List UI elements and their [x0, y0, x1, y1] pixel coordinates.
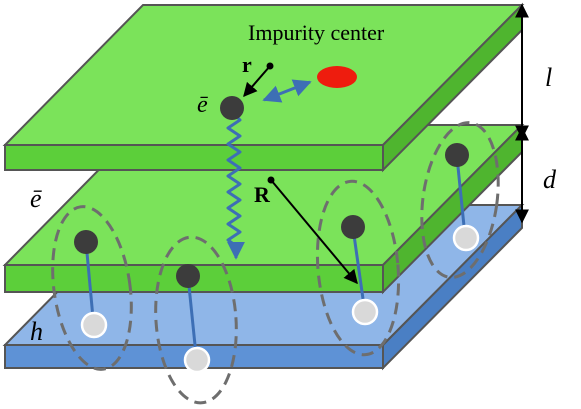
hole: [351, 298, 379, 326]
hole-layer-side-face: [382, 202, 523, 371]
exciton-bond: [455, 156, 467, 237]
impurity-center-icon: [317, 66, 357, 88]
electron-layer-label: ē: [30, 184, 42, 213]
hole: [80, 311, 108, 339]
hole: [452, 224, 480, 252]
exciton-bonds: [84, 156, 467, 356]
r-vector-label: r: [242, 52, 252, 77]
dimension-l-label: l: [545, 63, 552, 92]
hole-layer-label: h: [30, 317, 43, 346]
R-vector-label: R: [254, 182, 271, 207]
electron: [74, 230, 98, 254]
R-vector: [267, 176, 358, 285]
dimension-d-label: d: [543, 165, 557, 194]
electron: [341, 215, 365, 239]
bound-electrons: [74, 143, 469, 288]
r-vector: [243, 62, 274, 98]
exciton-ellipse: [315, 179, 401, 357]
electron: [176, 264, 200, 288]
holes: [80, 224, 480, 374]
exciton-ellipse: [51, 205, 133, 371]
electron: [445, 143, 469, 167]
exciton-bond: [186, 275, 198, 356]
upper-layer-front-face: [4, 144, 384, 171]
electron-impurity-arrow: [262, 79, 312, 103]
exciton-bond: [351, 227, 366, 307]
exciton-ellipses: [51, 121, 500, 405]
coulomb-interaction-wave: [226, 110, 245, 260]
hole: [183, 346, 211, 374]
top-electron-label: ē: [197, 92, 208, 118]
impurity-center-label: Impurity center: [248, 20, 385, 45]
exciton-ellipse: [154, 235, 238, 405]
top-electron: [220, 96, 244, 120]
exciton-ellipse: [420, 121, 500, 279]
exciton-bond: [84, 241, 95, 319]
